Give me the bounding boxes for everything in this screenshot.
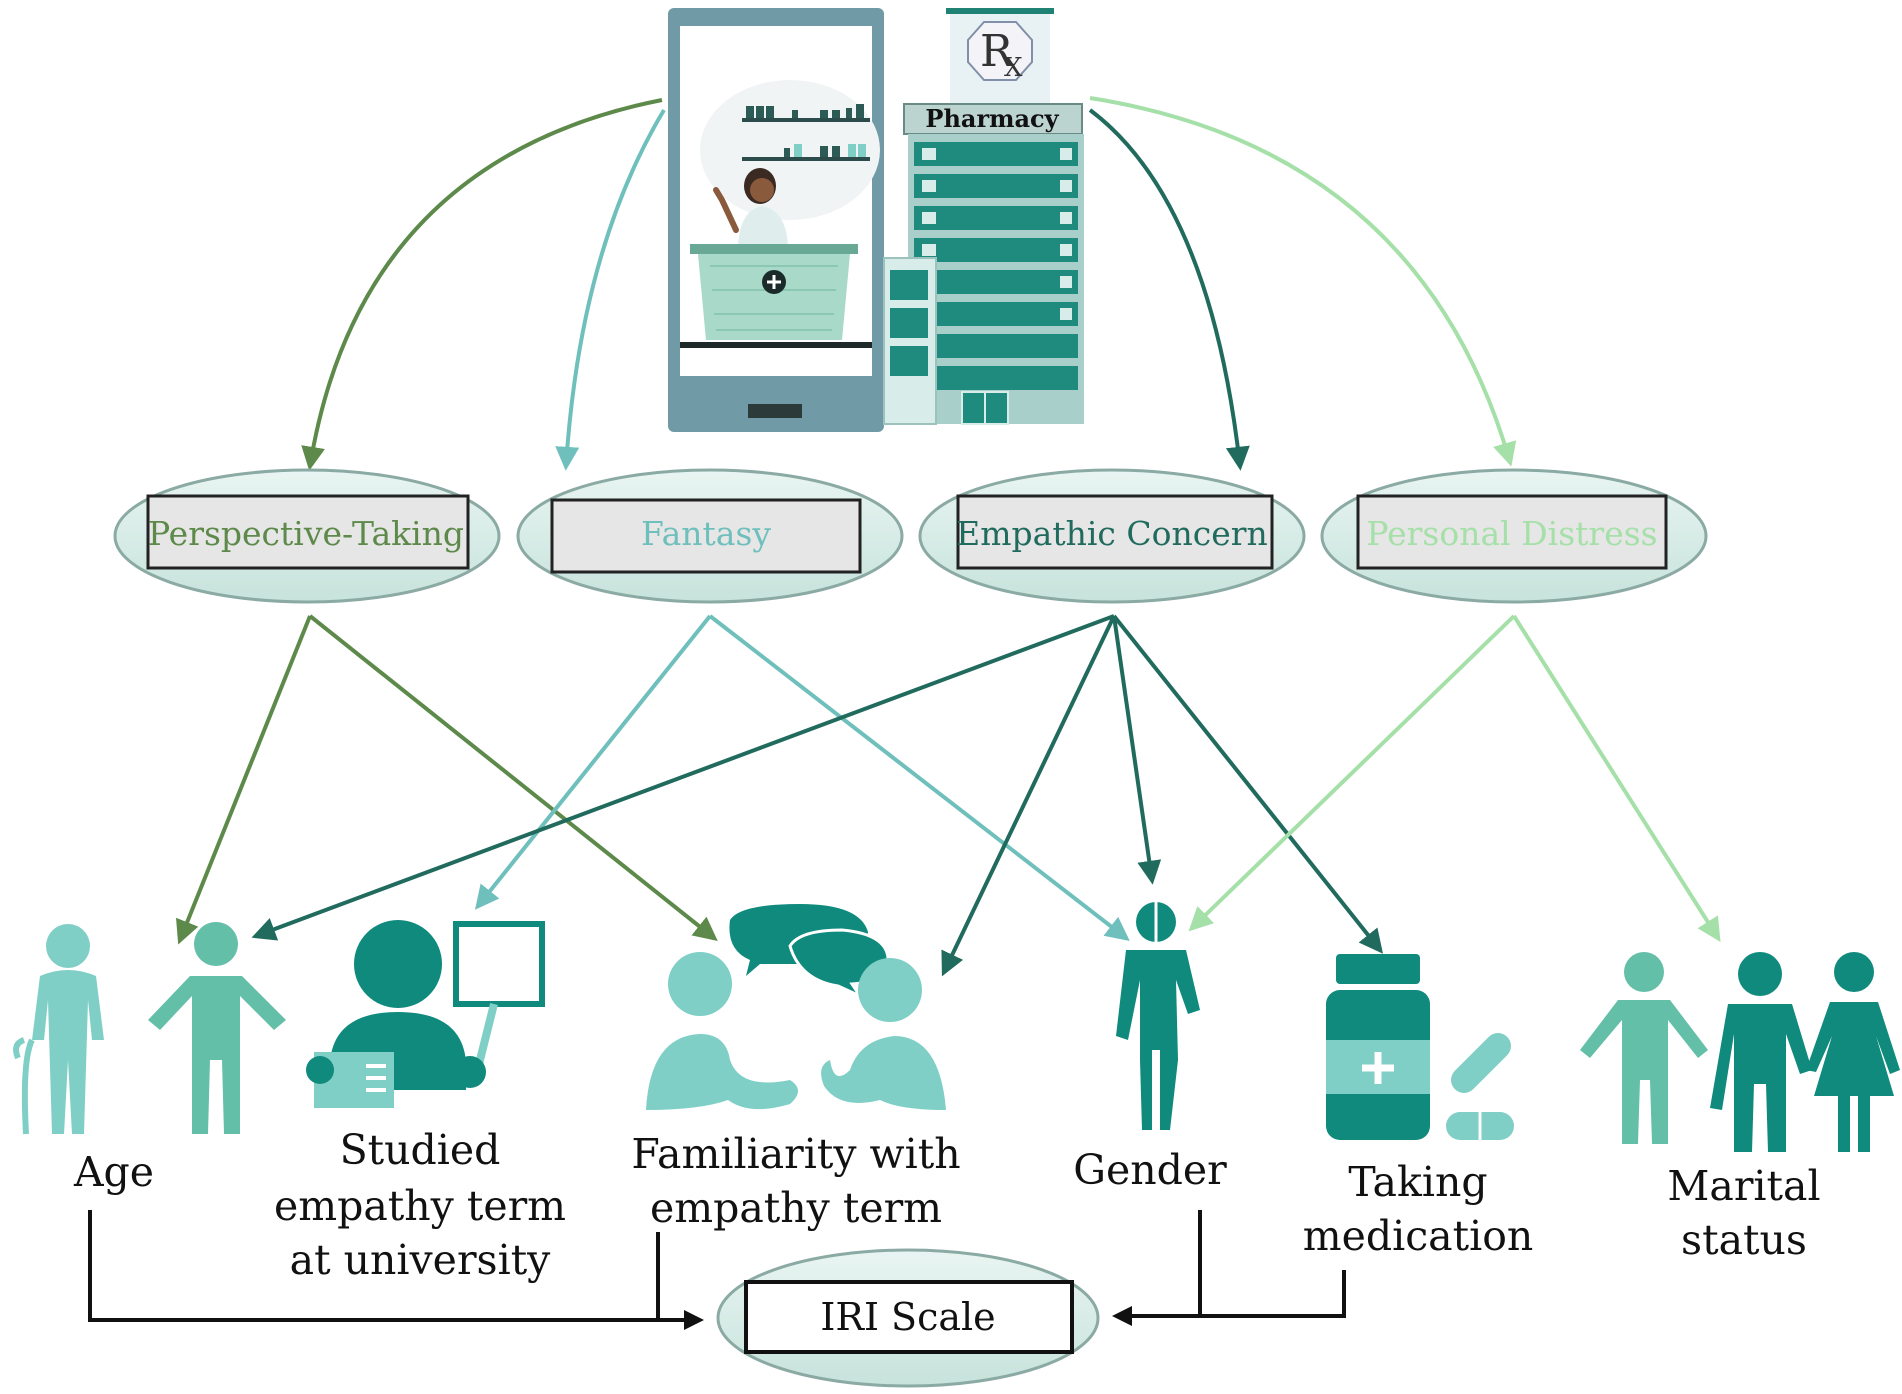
- student-reading-icon: [306, 920, 545, 1108]
- arrow-to-fantasy: [555, 108, 666, 471]
- factor-label-medication-line2: medication: [1303, 1212, 1534, 1260]
- factor-labels: Age Studied empathy term at university F…: [73, 1126, 1821, 1284]
- dimension-label-personal-distress: Personal Distress: [1366, 514, 1657, 553]
- age-people-icon: [13, 922, 286, 1135]
- medication-bottle-icon: [1326, 954, 1514, 1140]
- arrow-pd-to-marital: [1512, 614, 1721, 943]
- conversation-icon: [646, 904, 946, 1110]
- pharmacist-icon: [713, 168, 788, 246]
- arrow-pd-to-gender: [1188, 614, 1516, 932]
- dimension-pill-perspective-taking: Perspective-Taking: [113, 468, 501, 604]
- online-pharmacy-phone-icon: [668, 8, 884, 432]
- dimension-pill-fantasy: Fantasy: [516, 468, 904, 604]
- factor-label-studied-line1: Studied: [340, 1126, 501, 1174]
- top-arrows: [301, 96, 1517, 471]
- factor-label-familiarity-line1: Familiarity with: [631, 1130, 960, 1178]
- factor-label-marital-line2: status: [1681, 1216, 1807, 1264]
- connector-age-to-iri: [88, 1210, 704, 1330]
- arrow-to-personal-distress: [1089, 96, 1517, 467]
- arrow-pt-to-age: [176, 615, 312, 945]
- rx-symbol: R: [980, 26, 1015, 77]
- factor-label-studied-line2: empathy term: [274, 1182, 566, 1230]
- couple-icon: [1580, 952, 1900, 1152]
- factor-label-familiarity-line2: empathy term: [650, 1184, 942, 1232]
- arrow-to-perspective-taking: [301, 98, 663, 471]
- outcome-pill-iri-scale: IRI Scale: [716, 1248, 1100, 1388]
- factor-label-age: Age: [73, 1148, 154, 1196]
- pill-capsule-icon: [1446, 1033, 1514, 1140]
- arrow-ec-to-familiarity: [941, 615, 1116, 977]
- middle-arrows: [176, 614, 1721, 977]
- connector-gender-to-iri: [1112, 1210, 1202, 1326]
- dimension-pill-personal-distress: Personal Distress: [1320, 468, 1708, 604]
- arrow-to-empathic-concern: [1088, 108, 1250, 471]
- arrow-fa-to-gender: [708, 614, 1130, 941]
- arrow-fa-to-studied: [475, 614, 712, 910]
- factor-label-medication-line1: Taking: [1348, 1158, 1487, 1206]
- pharmacy-illustration: R X Pharmacy: [668, 8, 1084, 432]
- pharmacy-sign: Pharmacy: [925, 104, 1059, 133]
- factor-label-marital-line1: Marital: [1667, 1162, 1820, 1210]
- iri-scale-label: IRI Scale: [820, 1295, 995, 1339]
- dimension-label-perspective-taking: Perspective-Taking: [148, 514, 464, 553]
- arrow-ec-to-age: [251, 614, 1115, 941]
- dimension-label-empathic-concern: Empathic Concern: [956, 514, 1268, 553]
- gender-icon: [1116, 900, 1200, 1130]
- arrow-ec-to-medication: [1112, 614, 1383, 954]
- arrow-ec-to-gender: [1112, 615, 1162, 885]
- factor-label-studied-line3: at university: [290, 1236, 552, 1284]
- pharmacy-building-icon: R X Pharmacy: [883, 8, 1084, 425]
- arrow-pt-to-familiarity: [308, 614, 718, 941]
- outcome-connectors: [88, 1210, 1346, 1330]
- dimension-label-fantasy: Fantasy: [641, 514, 771, 553]
- factor-label-gender: Gender: [1073, 1146, 1227, 1194]
- connector-medication-to-iri: [1200, 1270, 1346, 1318]
- rx-subscript: X: [1004, 53, 1023, 83]
- dimension-pill-empathic-concern: Empathic Concern: [918, 468, 1306, 604]
